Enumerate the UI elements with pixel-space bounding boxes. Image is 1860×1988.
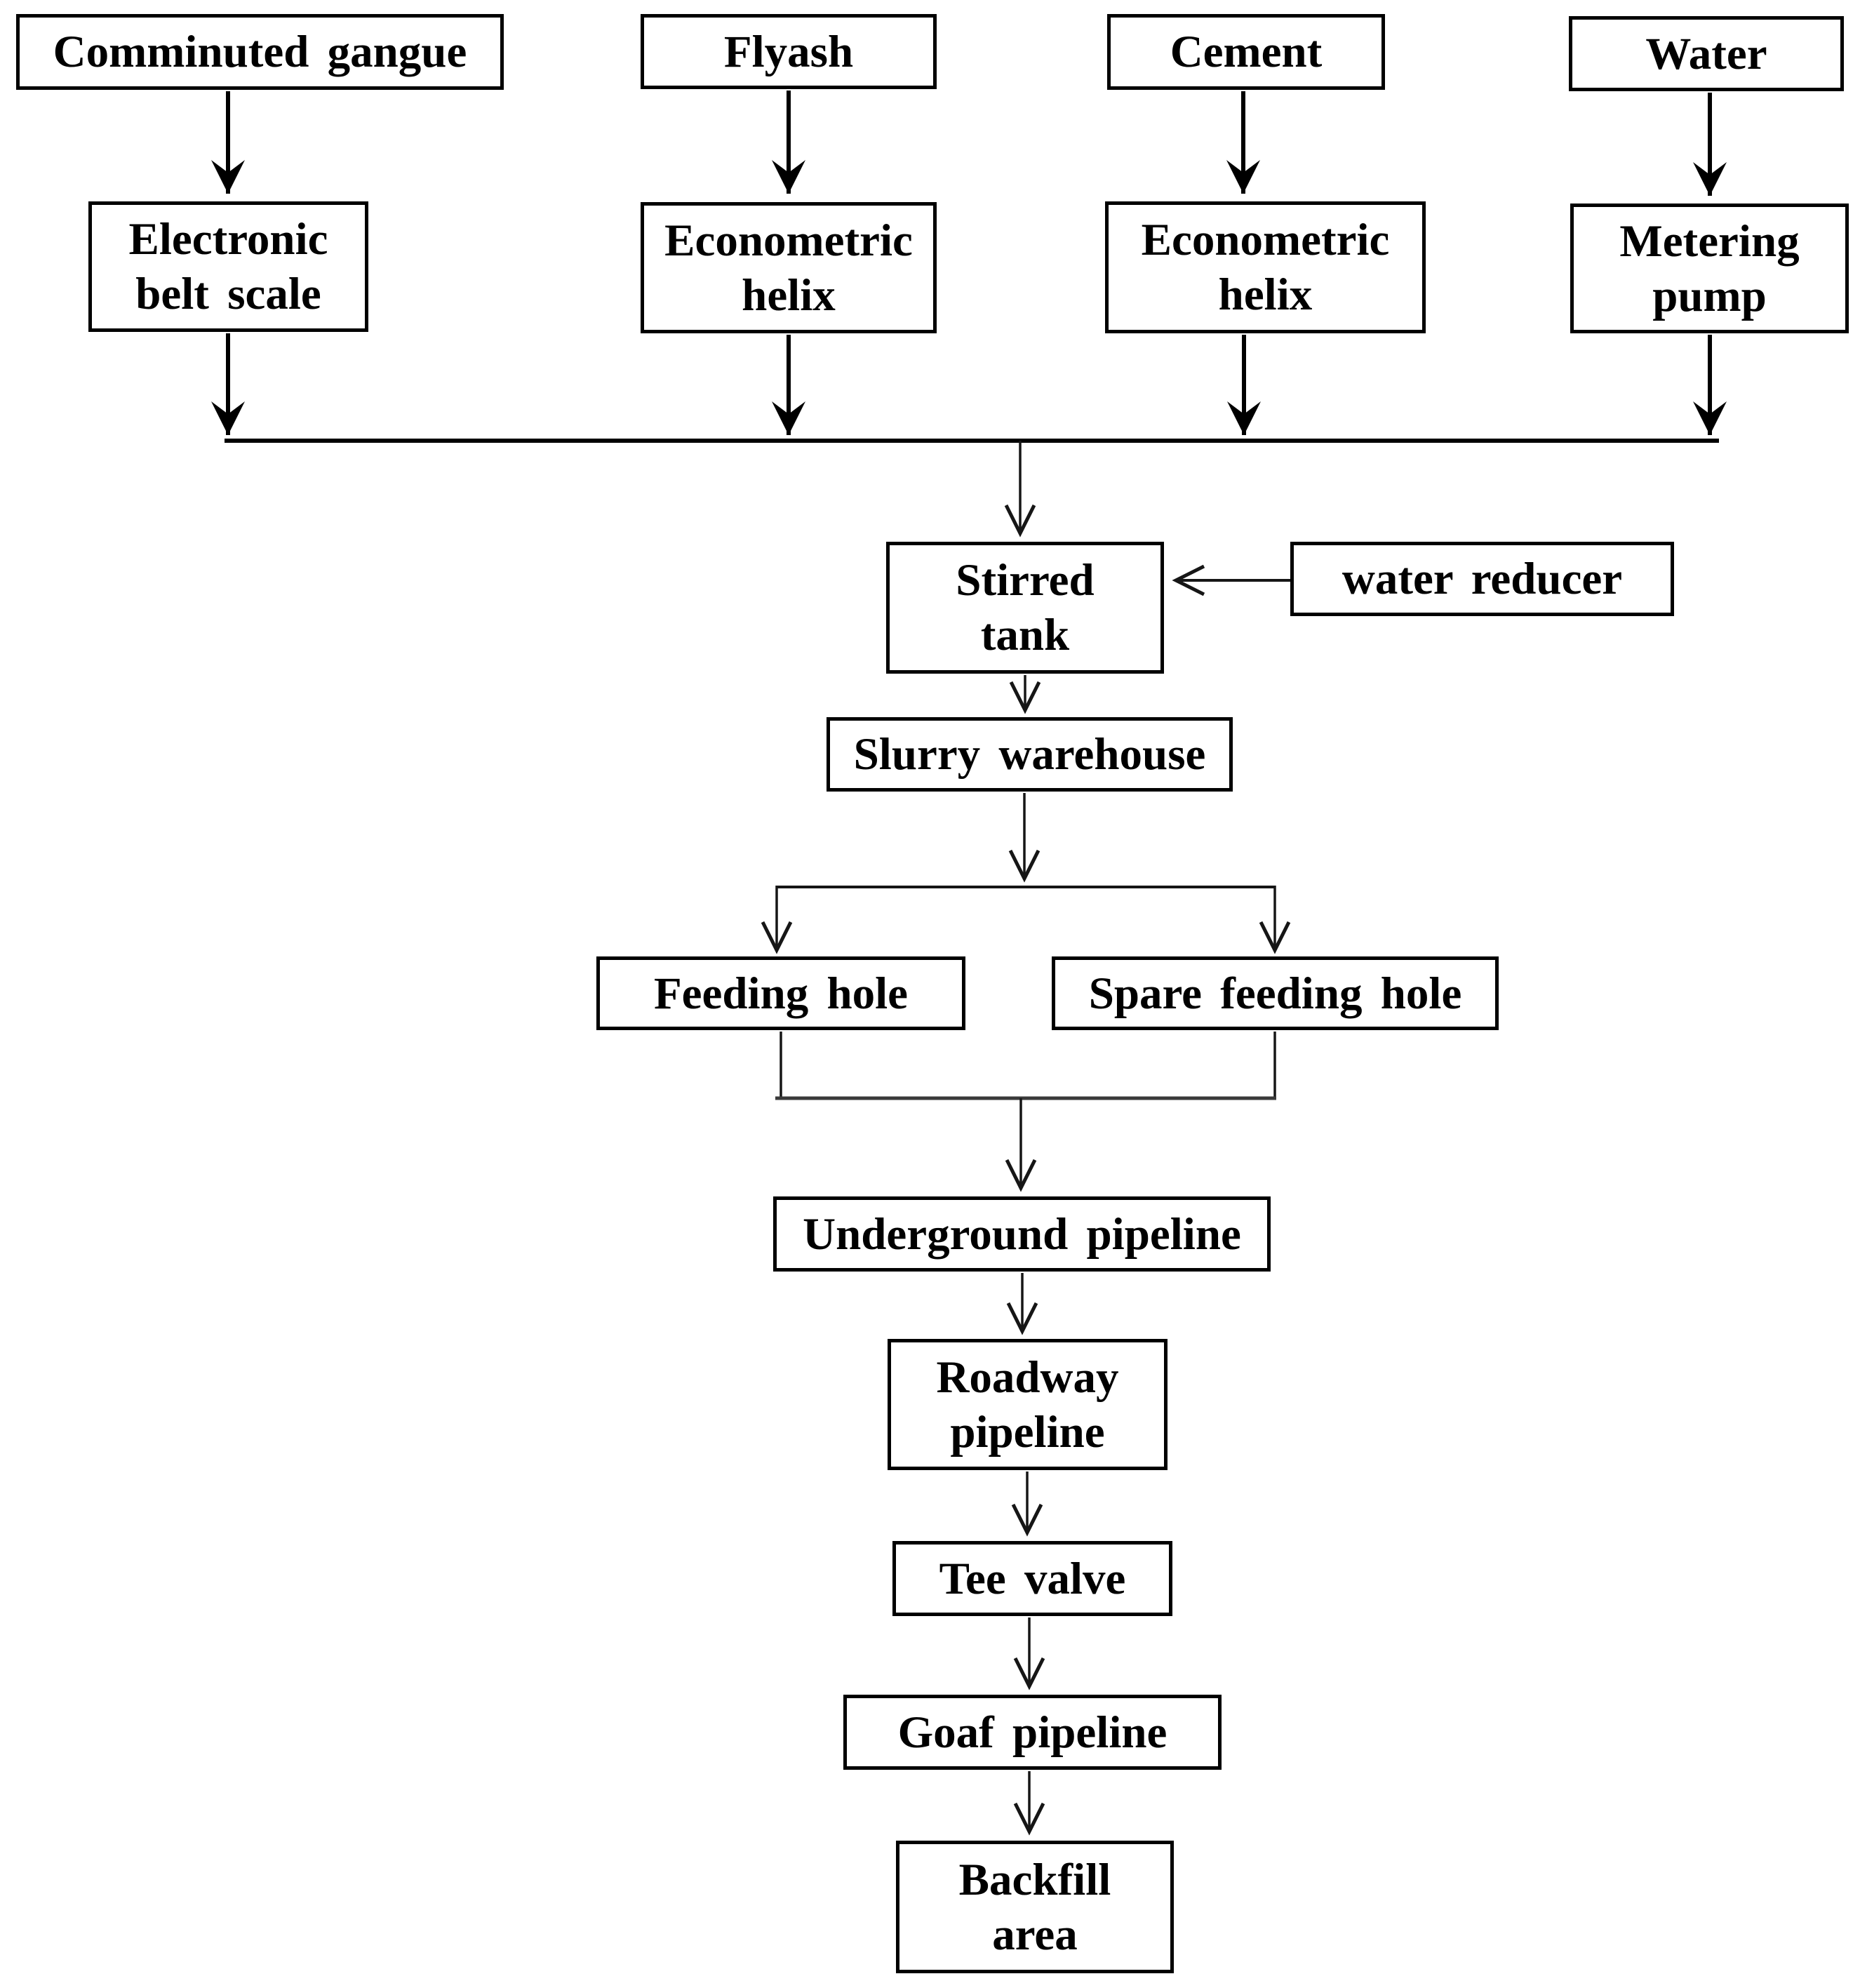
node-goaf-pipeline: Goaf pipeline [843,1695,1222,1770]
node-backfill-area: Backfill area [896,1841,1174,1973]
node-cement: Cement [1107,14,1385,90]
node-stirred-tank: Stirred tank [886,542,1164,674]
node-water-reducer: water reducer [1290,542,1674,616]
node-econometric-helix-2: Econometric helix [1105,201,1426,333]
node-tee-valve: Tee valve [892,1541,1172,1616]
node-spare-feeding-hole: Spare feeding hole [1052,956,1499,1030]
node-comminuted-gangue: Comminuted gangue [16,14,504,90]
node-underground-pipeline: Underground pipeline [773,1196,1271,1272]
node-econometric-helix-1: Econometric helix [641,202,937,333]
node-metering-pump: Metering pump [1570,204,1849,333]
node-water: Water [1569,16,1844,91]
node-slurry-warehouse: Slurry warehouse [827,717,1233,792]
node-roadway-pipeline: Roadway pipeline [888,1339,1167,1470]
node-electronic-belt-scale: Electronic belt scale [88,201,368,332]
node-flyash: Flyash [641,14,937,89]
node-feeding-hole: Feeding hole [596,956,965,1030]
